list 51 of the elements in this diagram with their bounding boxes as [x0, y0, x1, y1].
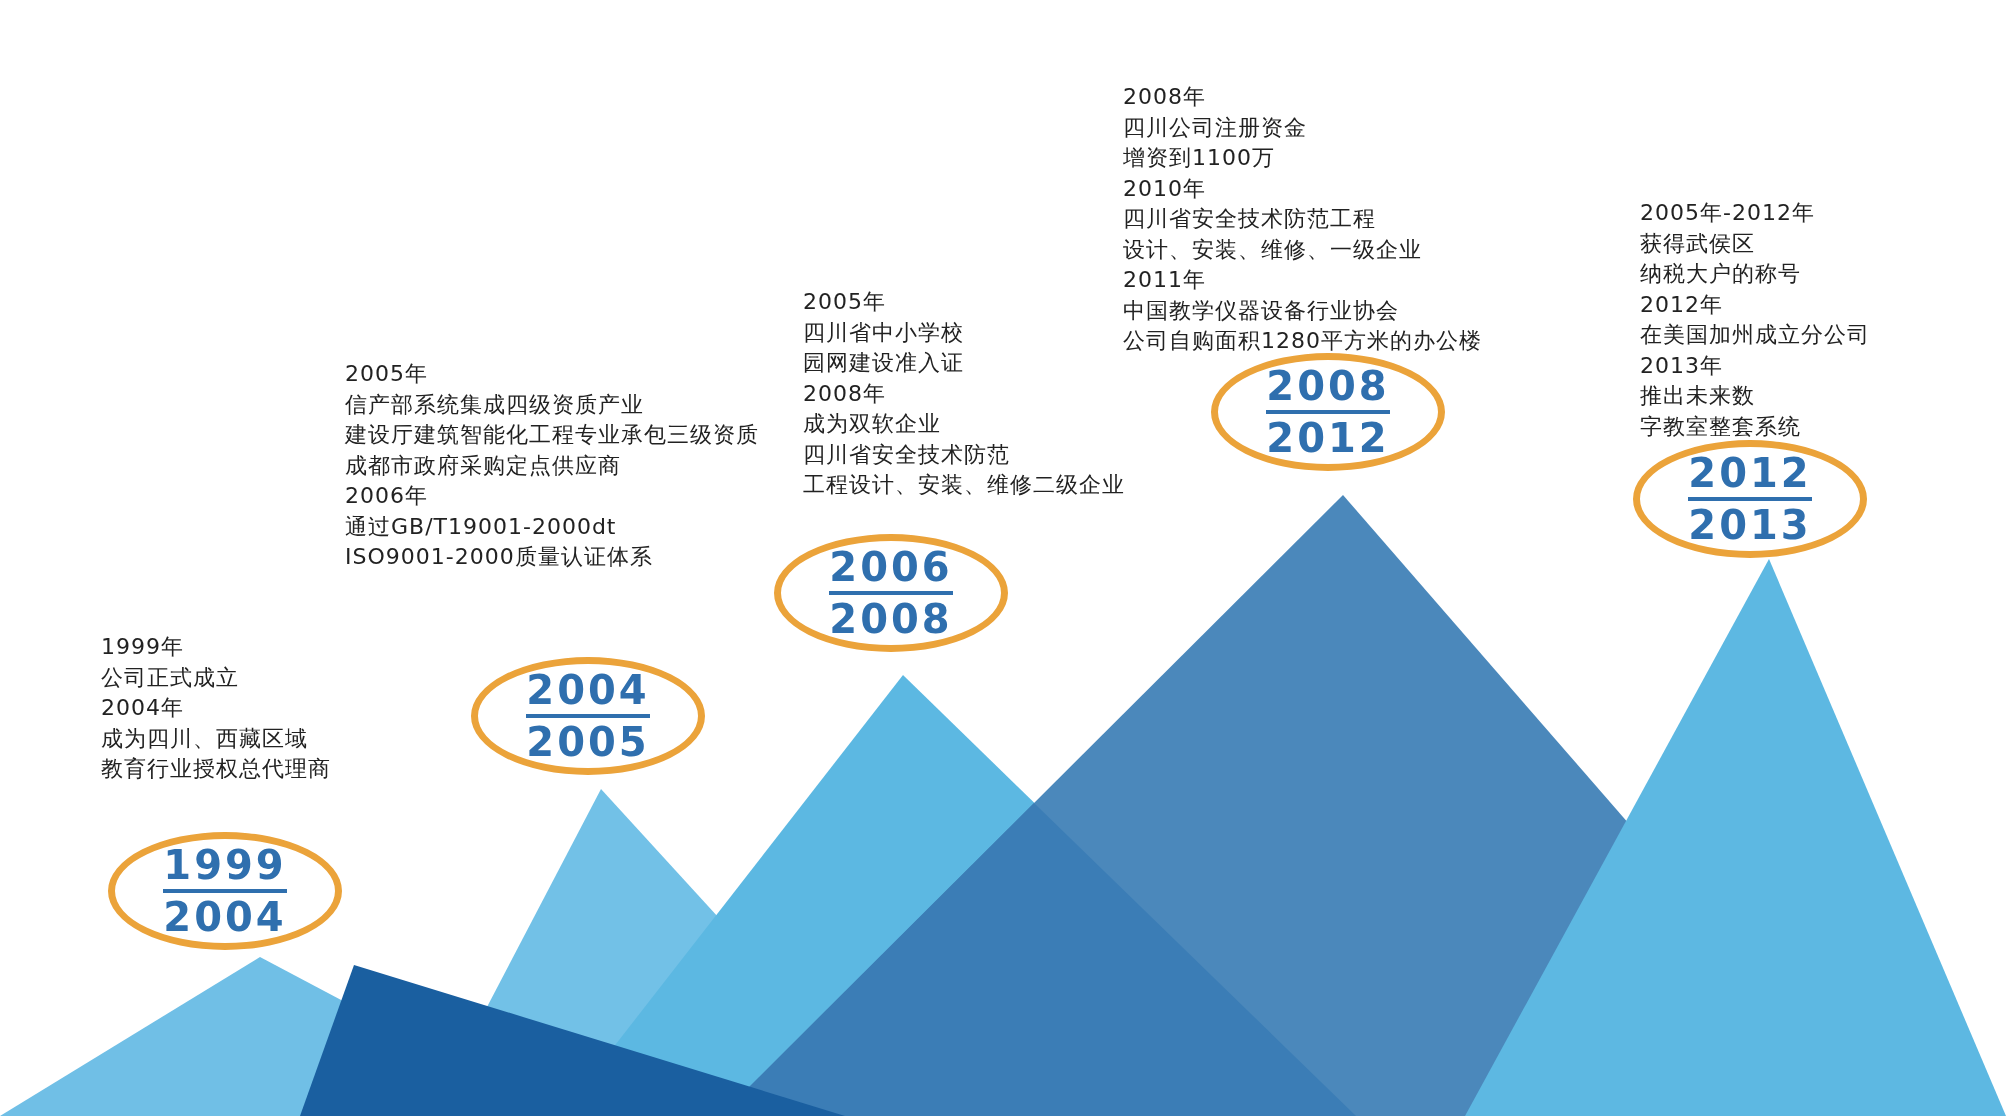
year-label: 2005: [526, 719, 650, 765]
year-label: 1999: [163, 842, 287, 888]
milestone-text: 公司自购面积1280平方米的办公楼: [1123, 327, 1482, 355]
year-ellipse: [1211, 353, 1445, 471]
milestone-text: 2005年: [345, 360, 429, 388]
milestone-text: 成为双软企业: [803, 410, 942, 438]
milestone-text: 2006年: [345, 482, 429, 510]
milestone-text: 增资到1100万: [1123, 144, 1276, 172]
year-ellipse: [471, 657, 705, 775]
milestone-text: 2010年: [1123, 174, 1207, 203]
milestone-text: 通过GB/T19001-2000dt: [345, 512, 618, 541]
milestone-text: 四川公司注册资金: [1123, 113, 1308, 142]
milestone-text: 成都市政府采购定点供应商: [345, 451, 622, 480]
milestone-text: 纳税大户的称号: [1640, 260, 1802, 288]
milestone-text: 信产部系统集成四级资质产业: [345, 390, 645, 419]
milestone-text: 四川省安全技术防范工程: [1123, 205, 1377, 233]
milestone-text: 园网建设准入证: [803, 349, 965, 377]
milestone-text: 2005年: [803, 288, 887, 316]
milestone-text: 字教室整套系统: [1640, 412, 1802, 441]
year-label: 2008: [829, 596, 953, 642]
milestone-text: 四川省安全技术防范: [803, 440, 1011, 469]
year-ellipse: [774, 534, 1008, 652]
year-ellipse: [1633, 440, 1867, 558]
milestone-text: 2011年: [1123, 266, 1207, 294]
milestone-text: 公司正式成立: [101, 663, 240, 692]
year-label: 2012: [1266, 415, 1390, 461]
year-label: 2004: [526, 667, 650, 713]
milestone-text: 建设厅建筑智能化工程专业承包三级资质: [345, 421, 759, 449]
milestone-text: 中国教学仪器设备行业协会: [1123, 296, 1400, 325]
milestone-text: 获得武侯区: [1640, 229, 1756, 258]
year-label: 2008: [1266, 363, 1390, 409]
milestone-text: 2008年: [1123, 83, 1207, 111]
milestone-text: 成为四川、西藏区域: [101, 724, 309, 753]
year-label: 2006: [829, 544, 953, 590]
milestone-text: 工程设计、安装、维修二级企业: [803, 471, 1125, 499]
milestone-text: 2004年: [101, 694, 185, 722]
milestone-text: 教育行业授权总代理商: [101, 755, 331, 783]
milestone-text: 推出未来数: [1640, 382, 1756, 410]
milestone-text: ISO9001-2000质量认证体系: [345, 543, 654, 571]
milestone-text: 在美国加州成立分公司: [1640, 321, 1870, 349]
year-label: 2013: [1688, 502, 1812, 548]
milestone-text: 2013年: [1640, 351, 1724, 380]
milestone-text: 四川省中小学校: [803, 318, 965, 347]
year-label: 2012: [1688, 450, 1812, 496]
milestone-text: 设计、安装、维修、一级企业: [1123, 235, 1423, 264]
year-ellipse: [108, 832, 342, 950]
milestone-text: 2008年: [803, 379, 887, 408]
milestone-text: 1999年: [101, 633, 185, 661]
year-label: 2004: [163, 894, 287, 940]
milestone-text: 2005年-2012年: [1640, 199, 1816, 227]
milestone-text: 2012年: [1640, 290, 1724, 319]
